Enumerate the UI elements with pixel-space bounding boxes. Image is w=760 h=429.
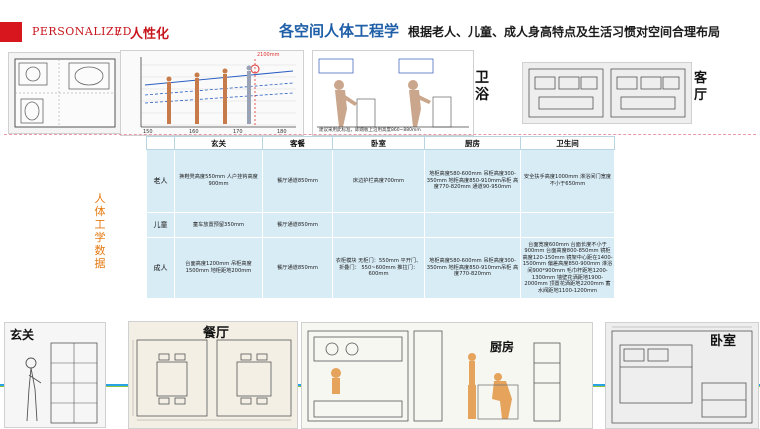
column-header: 卧室 — [332, 136, 425, 150]
table-cell: 换鞋凳高度550mm 人户挂钩高度900mm — [174, 149, 263, 213]
living-room-label: 客厅 — [694, 71, 708, 103]
table-cell: 衣柜模块 无柜门：550mm 平开门、折叠门： 550~600mm 推拉门：60… — [332, 237, 425, 299]
table-header-row: 玄关 客餐 卧室 厨房 卫生间 — [146, 136, 615, 150]
table-cell: 台面高度1200mm 吊柜高度1500mm 地柜距地200mm — [174, 237, 263, 299]
height-chart-tick: 150 — [143, 129, 153, 135]
table-row: 成人 台面高度1200mm 吊柜高度1500mm 地柜距地200mm 餐厅通道8… — [146, 237, 615, 299]
column-header: 卫生间 — [520, 136, 615, 150]
table-cell: 地柜高度580-600mm 吊柜高度300-350mm 地柜高度850-910m… — [424, 149, 521, 213]
foyer-elevation-image — [4, 322, 106, 428]
ergonomics-data-label: 人体工学数据 — [94, 192, 106, 270]
header-separator: / — [117, 25, 121, 38]
table-row: 老人 换鞋凳高度550mm 人户挂钩高度900mm 餐厅通道850mm 床边护栏… — [146, 149, 615, 213]
bathroom-elevation-image: 建议采用此标准，即踏板上沿用高度860~880mm — [312, 50, 474, 136]
column-header: 客餐 — [262, 136, 333, 150]
living-room-plan-image — [522, 62, 692, 124]
table-cell — [332, 212, 425, 238]
table-cell: 台面宽度600mm 台面长度不小于900mm 台面高度800-850mm 镜柜高… — [520, 237, 615, 299]
table-row: 儿童 童车放置预留350mm 餐厅通道850mm — [146, 212, 615, 238]
row-header: 儿童 — [146, 212, 175, 238]
column-header: 玄关 — [174, 136, 263, 150]
table-cell: 餐厅通道850mm — [262, 149, 333, 213]
bedroom-label: 卧室 — [710, 334, 737, 349]
dining-label: 餐厅 — [203, 326, 230, 341]
section-divider — [4, 134, 756, 135]
table-cell: 地柜高度580-600mm 吊柜高度300-350mm 地柜高度850-910m… — [424, 237, 521, 299]
table-cell: 餐厅通道850mm — [262, 237, 333, 299]
table-cell: 童车放置预留350mm — [174, 212, 263, 238]
kitchen-label: 厨房 — [490, 340, 515, 354]
page-subtitle: 根据老人、儿童、成人身高特点及生活习惯对空间合理布局 — [408, 25, 721, 39]
page-title: 各空间人体工程学 — [279, 22, 400, 40]
dining-plan-image — [128, 321, 298, 429]
header-english-title: PERSONALIZED — [32, 25, 132, 38]
table-cell: 安全扶手高度1000mm 淋浴间门宽度不小于650mm — [520, 149, 615, 213]
kitchen-plan-image — [301, 322, 593, 429]
table-cell — [424, 212, 521, 238]
height-chart-top-label: 2100mm — [257, 52, 280, 58]
table-cell: 餐厅通道850mm — [262, 212, 333, 238]
brand-red-block — [0, 22, 22, 42]
height-reference-chart-image: 2100mm 150 160 170 180 — [120, 50, 304, 136]
height-chart-tick: 180 — [277, 129, 287, 135]
bath-elevation-note: 建议采用此标准，即踏板上沿用高度860~880mm — [319, 128, 421, 133]
header-chinese-title: 人性化 — [130, 27, 170, 42]
bathroom-plan-image — [8, 52, 122, 134]
bathroom-label: 卫浴 — [475, 70, 489, 103]
ergonomics-table: 玄关 客餐 卧室 厨房 卫生间 老人 换鞋凳高度550mm 人户挂钩高度900m… — [146, 136, 615, 299]
column-header: 厨房 — [424, 136, 521, 150]
row-header: 老人 — [146, 149, 175, 213]
foyer-label: 玄关 — [10, 328, 35, 342]
height-chart-tick: 160 — [189, 129, 199, 135]
column-header — [146, 136, 175, 150]
row-header: 成人 — [146, 237, 175, 299]
table-cell: 床边护栏高度700mm — [332, 149, 425, 213]
height-chart-tick: 170 — [233, 129, 243, 135]
table-cell — [520, 212, 615, 238]
